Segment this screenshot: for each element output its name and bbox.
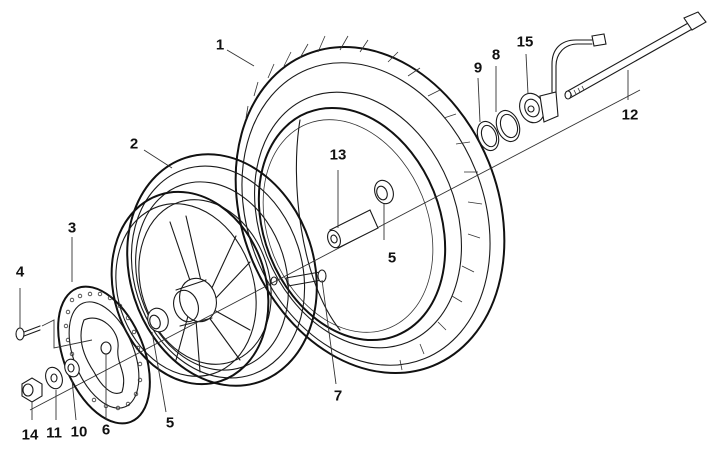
spacer-tube [327, 209, 379, 249]
label-11: 11 [46, 424, 62, 442]
label-13: 13 [329, 146, 347, 164]
screw [15, 319, 93, 349]
label-4: 4 [15, 263, 25, 281]
label-7: 7 [333, 387, 343, 405]
bearing-left [147, 307, 169, 333]
label-1: 1 [215, 36, 225, 54]
washer [45, 366, 63, 390]
tire [234, 35, 506, 374]
label-2: 2 [129, 135, 139, 153]
circlip [476, 120, 500, 152]
label-3: 3 [67, 219, 77, 237]
rim [110, 153, 318, 387]
leader-lines [19, 49, 629, 421]
label-8: 8 [491, 46, 501, 64]
nut [21, 377, 43, 403]
label-5-left: 5 [165, 414, 175, 432]
label-12: 12 [621, 106, 639, 124]
label-6: 6 [101, 421, 111, 439]
label-9: 9 [473, 59, 483, 77]
label-5-right: 5 [387, 249, 397, 267]
wheel-axle [564, 11, 707, 100]
bearing-right [374, 179, 394, 205]
label-10: 10 [70, 423, 88, 441]
oil-seal [495, 109, 521, 143]
label-15: 15 [516, 33, 534, 51]
spacer [64, 358, 80, 378]
tire-tread [245, 35, 483, 371]
label-14: 14 [21, 426, 39, 444]
valve [270, 269, 327, 287]
disc-holes [63, 291, 143, 411]
speedometer-drive [519, 33, 607, 124]
axle-centerline [29, 89, 641, 411]
